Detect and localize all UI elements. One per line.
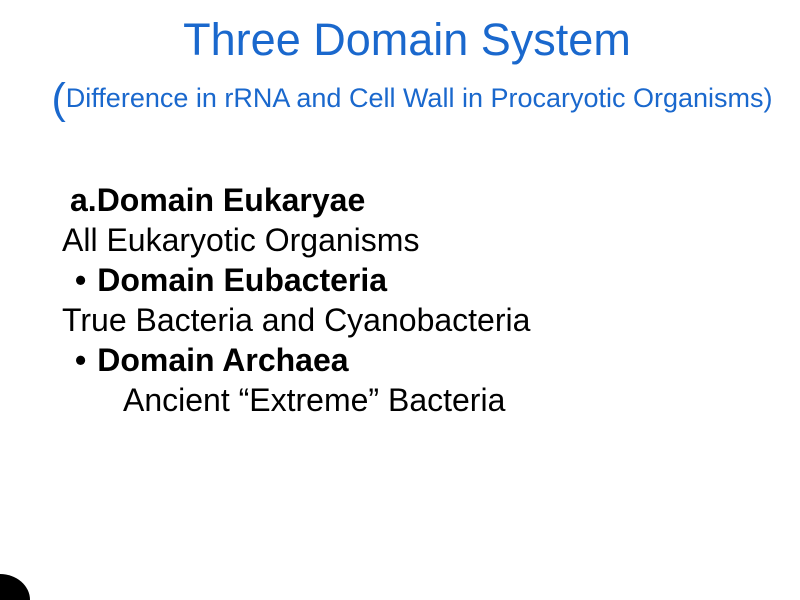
line-text: a.Domain Eukaryae bbox=[70, 182, 366, 218]
line-text: All Eukaryotic Organisms bbox=[62, 222, 420, 258]
line-text: Domain Eubacteria bbox=[97, 262, 388, 298]
body-line-true-bacteria: True Bacteria and Cyanobacteria bbox=[62, 300, 530, 340]
body-line-ancient-extreme: Ancient “Extreme” Bacteria bbox=[62, 380, 530, 420]
body-line-all-eukaryotic: All Eukaryotic Organisms bbox=[62, 220, 530, 260]
line-text: Ancient “Extreme” Bacteria bbox=[123, 382, 506, 418]
bullet-icon: • bbox=[75, 262, 87, 298]
line-text: True Bacteria and Cyanobacteria bbox=[62, 302, 531, 338]
body-line-domain-eukaryae: a.Domain Eukaryae bbox=[62, 180, 530, 220]
body-line-domain-archaea: • Domain Archaea bbox=[62, 340, 530, 380]
bullet-icon: • bbox=[75, 342, 87, 378]
line-text: Domain Archaea bbox=[97, 342, 349, 378]
body-line-domain-eubacteria: • Domain Eubacteria bbox=[62, 260, 530, 300]
subtitle-open-paren: ( bbox=[51, 75, 66, 123]
slide-subtitle: (Difference in rRNA and Cell Wall in Pro… bbox=[0, 74, 800, 123]
corner-artifact bbox=[0, 574, 30, 600]
body-text-block: a.Domain Eukaryae All Eukaryotic Organis… bbox=[62, 180, 530, 420]
slide-title: Three Domain System bbox=[183, 14, 631, 65]
subtitle-text: Difference in rRNA and Cell Wall in Proc… bbox=[65, 83, 773, 113]
